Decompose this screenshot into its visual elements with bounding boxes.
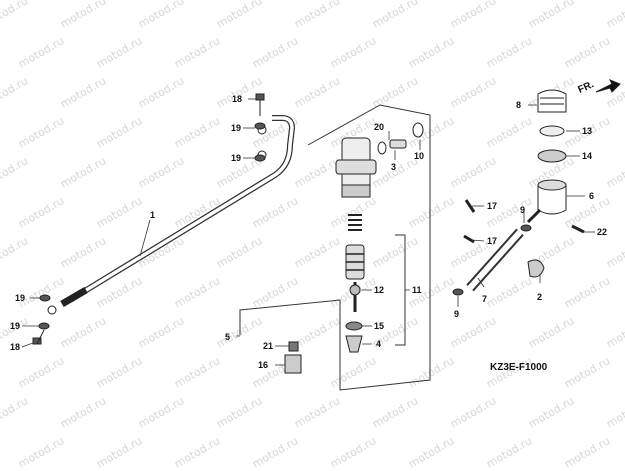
label-20: 20 <box>374 122 384 132</box>
bolt-22 <box>571 224 585 234</box>
label-2: 2 <box>537 292 542 302</box>
label-16: 16 <box>258 360 268 370</box>
label-19c: 19 <box>15 293 25 303</box>
bolt-17-a <box>464 199 476 213</box>
label-15: 15 <box>374 321 384 331</box>
brake-hose <box>68 115 296 303</box>
plate-13 <box>539 125 565 137</box>
label-7: 7 <box>482 294 487 304</box>
bolt-17-b <box>463 234 475 244</box>
boot-4 <box>345 335 363 353</box>
bolt-18-upper <box>255 93 265 101</box>
washer-19-b <box>38 322 50 330</box>
diaphragm-14 <box>537 149 567 163</box>
clamp-9-lower <box>452 288 464 296</box>
group-bracket-5 <box>239 104 431 391</box>
callout-labels: 1 2 3 4 5 6 7 8 9 9 10 11 12 13 14 15 16… <box>10 94 607 370</box>
label-13: 13 <box>582 126 592 136</box>
circlip-10 <box>412 122 424 138</box>
nut-21 <box>288 341 299 352</box>
label-18a: 18 <box>232 94 242 104</box>
front-arrow-icon <box>595 79 621 93</box>
label-9a: 9 <box>520 205 525 215</box>
spring <box>348 214 362 231</box>
joint-16 <box>284 354 302 374</box>
label-12: 12 <box>374 285 384 295</box>
washer-19-d <box>254 154 266 162</box>
clamp-9-upper <box>520 224 532 232</box>
label-19d: 19 <box>10 321 20 331</box>
washer-19-a <box>39 294 51 302</box>
label-10: 10 <box>414 151 424 161</box>
group-bracket-11 <box>395 234 406 346</box>
label-19b: 19 <box>231 153 241 163</box>
leader-lines <box>21 98 595 366</box>
label-11: 11 <box>412 285 422 295</box>
label-18b: 18 <box>10 342 20 352</box>
label-4: 4 <box>376 339 381 349</box>
label-19a: 19 <box>231 123 241 133</box>
oring-20 <box>377 141 387 155</box>
label-17b: 17 <box>487 236 497 246</box>
nut-15 <box>345 321 363 331</box>
label-17a: 17 <box>487 201 497 211</box>
label-3: 3 <box>391 162 396 172</box>
label-1: 1 <box>150 210 155 220</box>
label-9b: 9 <box>454 309 459 319</box>
reservoir-cap-8 <box>537 89 567 113</box>
connector-3 <box>389 139 407 149</box>
clip-2 <box>527 259 545 278</box>
label-8: 8 <box>516 100 521 110</box>
label-6: 6 <box>589 191 594 201</box>
washer-19-c <box>254 122 266 130</box>
label-21: 21 <box>263 341 273 351</box>
hose-fitting-lower <box>47 305 57 315</box>
diagram-code: KZ3E-F1000 <box>490 362 548 373</box>
label-14: 14 <box>582 151 592 161</box>
label-22: 22 <box>597 227 607 237</box>
label-5: 5 <box>225 332 230 342</box>
